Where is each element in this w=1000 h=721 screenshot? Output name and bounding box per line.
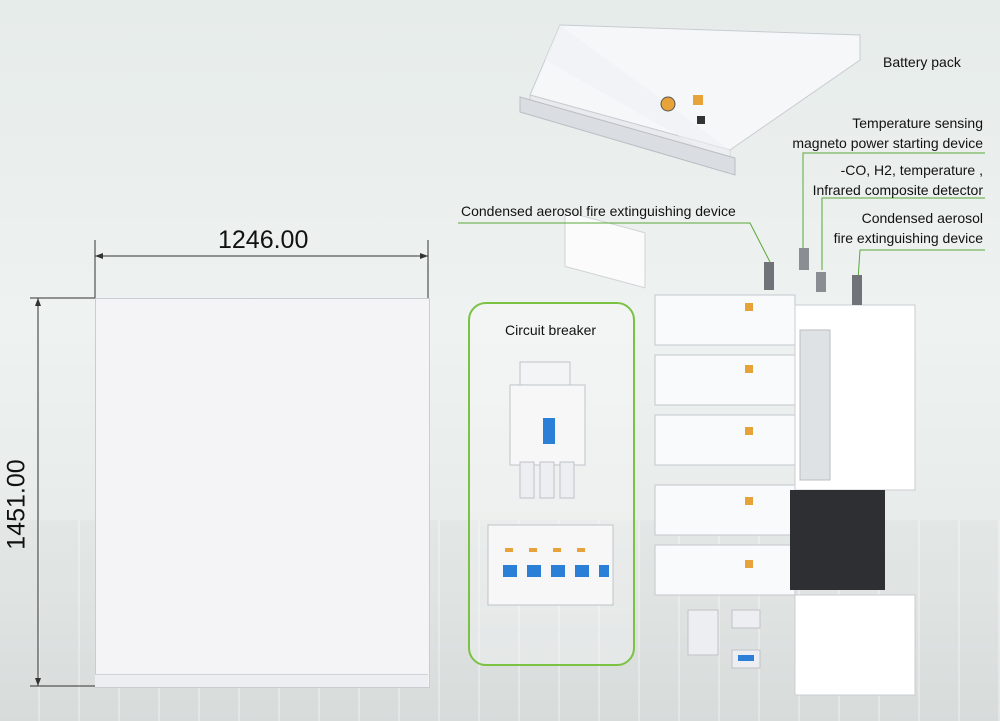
- label-battery-pack: Battery pack: [883, 54, 961, 70]
- label-temp-sensing-line2: magneto power starting device: [792, 135, 983, 151]
- label-aerosol-right-line2: fire extinguishing device: [833, 230, 983, 246]
- label-aerosol-right-line1: Condensed aerosol: [861, 210, 983, 226]
- label-circuit-breaker: Circuit breaker: [505, 322, 597, 338]
- cabinet-base-strip: [95, 674, 428, 687]
- label-temp-sensing-line1: Temperature sensing: [852, 115, 983, 131]
- width-dimension-label: 1246.00: [218, 226, 309, 254]
- cabinet-front-view: [95, 298, 430, 688]
- label-detector-line2: Infrared composite detector: [812, 182, 983, 198]
- label-aerosol-left: Condensed aerosol fire extinguishing dev…: [461, 203, 736, 219]
- label-detector-line1: -CO, H2, temperature ,: [840, 162, 983, 178]
